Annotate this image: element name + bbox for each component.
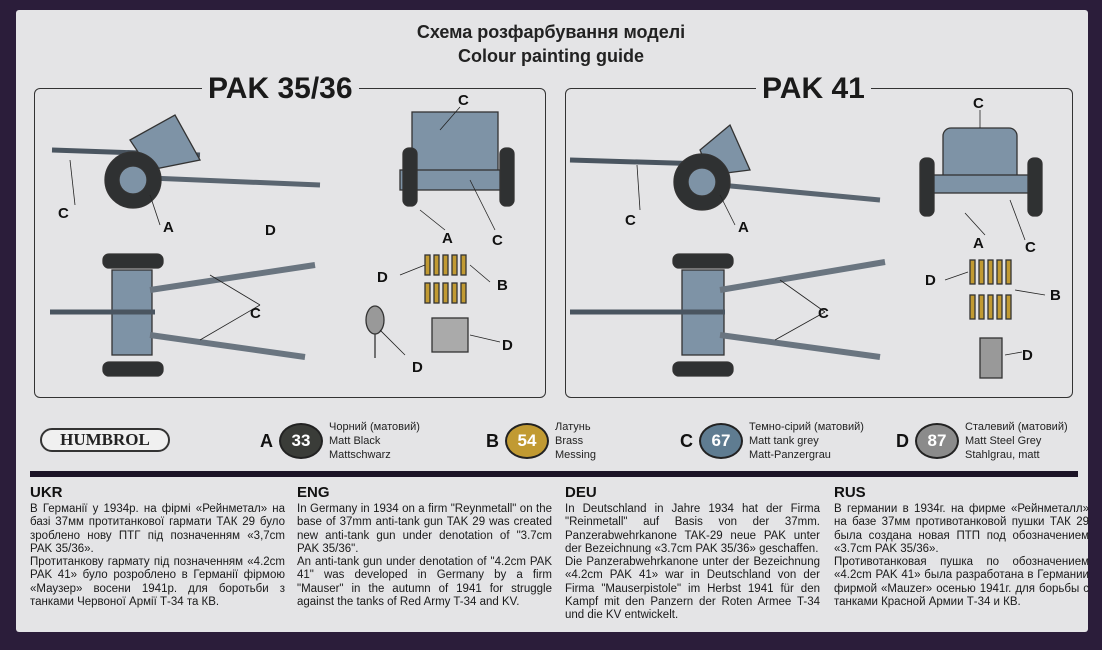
text-ukr: UKR В Германії у 1934р. на фірмі «Рейнме… — [30, 484, 285, 609]
label-c: C — [973, 95, 984, 112]
humbrol-logo: HUMBROL — [40, 428, 170, 452]
color-name-deu: Messing — [555, 449, 596, 461]
label-d: D — [377, 269, 388, 286]
label-d: D — [265, 222, 276, 239]
paragraph: An anti-tank gun under denotation of "4.… — [297, 556, 552, 609]
label-d: D — [502, 337, 513, 354]
label-d: D — [412, 359, 423, 376]
label-c: C — [58, 205, 69, 222]
label-a: A — [163, 219, 174, 236]
title-ukr: Схема розфарбування моделі — [416, 22, 686, 42]
pak35-drawings — [50, 111, 515, 377]
paragraph: Протитанкову гармату під позначенням «4.… — [30, 556, 285, 609]
label-a: A — [738, 219, 749, 236]
text-rus: RUS В германии в 1934г. на фирме «Рейнме… — [834, 484, 1089, 609]
label-c: C — [458, 92, 469, 109]
paragraph: In Deutschland in Jahre 1934 hat der Fir… — [565, 503, 820, 555]
color-name-eng: Matt Steel Grey — [965, 435, 1042, 447]
label-a: A — [973, 235, 984, 252]
paint-swatch: 54 — [505, 423, 549, 459]
color-name-ukr: Сталевий (матовий) — [965, 421, 1068, 433]
panel-title-pak41: PAK 41 — [756, 72, 871, 106]
color-letter: C — [680, 430, 693, 451]
text-deu: DEU In Deutschland in Jahre 1934 hat der… — [565, 484, 820, 623]
divider-bar — [30, 471, 1078, 477]
text-eng: ENG In Germany in 1934 on a firm "Reynme… — [297, 484, 552, 609]
paint-swatch: 87 — [915, 423, 959, 459]
label-b: B — [497, 277, 508, 294]
label-c: C — [1025, 239, 1036, 256]
color-name-eng: Brass — [555, 435, 584, 447]
color-letter: B — [486, 430, 499, 451]
paragraph: В Германії у 1934р. на фірмі «Рейнметал»… — [30, 503, 285, 555]
label-d: D — [1022, 347, 1033, 364]
color-letter: D — [896, 430, 909, 451]
label-c: C — [625, 212, 636, 229]
paragraph: Противотанковая пушка по обозначением «4… — [834, 556, 1089, 609]
part-labels: C A C A C D C D B D D C A C A C C D B D — [58, 92, 1061, 376]
color-letter: A — [260, 430, 273, 451]
label-b: B — [1050, 287, 1061, 304]
label-c: C — [492, 232, 503, 249]
lang-heading: DEU — [565, 484, 597, 501]
leader-lines — [69, 106, 1046, 356]
color-name-deu: Mattschwarz — [329, 449, 391, 461]
label-c: C — [818, 305, 829, 322]
color-name-deu: Stahlgrau, matt — [965, 449, 1040, 461]
color-name-ukr: Чорний (матовий) — [329, 421, 420, 433]
label-c: C — [250, 305, 261, 322]
pak41-drawings — [569, 123, 1043, 379]
paragraph: In Germany in 1934 on a firm "Reynmetall… — [297, 503, 552, 555]
color-name-deu: Matt-Panzergrau — [749, 449, 831, 461]
title-eng: Colour painting guide — [458, 46, 644, 66]
color-name-ukr: Латунь — [555, 421, 591, 433]
color-name-eng: Matt tank grey — [749, 435, 819, 447]
color-c: C 67 Темно-сірий (матовий) Matt tank grey… — [680, 420, 864, 462]
paint-swatch: 67 — [699, 423, 743, 459]
paragraph: В германии в 1934г. на фирме «Рейнметалл… — [834, 503, 1089, 555]
lang-heading: UKR — [30, 484, 63, 501]
color-name-ukr: Темно-сірий (матовий) — [749, 421, 864, 433]
paint-swatch: 33 — [279, 423, 323, 459]
lang-heading: RUS — [834, 484, 866, 501]
lang-heading: ENG — [297, 484, 330, 501]
paragraph: Die Panzerabwehrkanone unter der Bezeich… — [565, 556, 820, 622]
label-d: D — [925, 272, 936, 289]
label-a: A — [442, 230, 453, 247]
color-name-eng: Matt Black — [329, 435, 381, 447]
panel-title-pak35: PAK 35/36 — [202, 72, 359, 106]
instruction-sheet — [16, 10, 1088, 632]
